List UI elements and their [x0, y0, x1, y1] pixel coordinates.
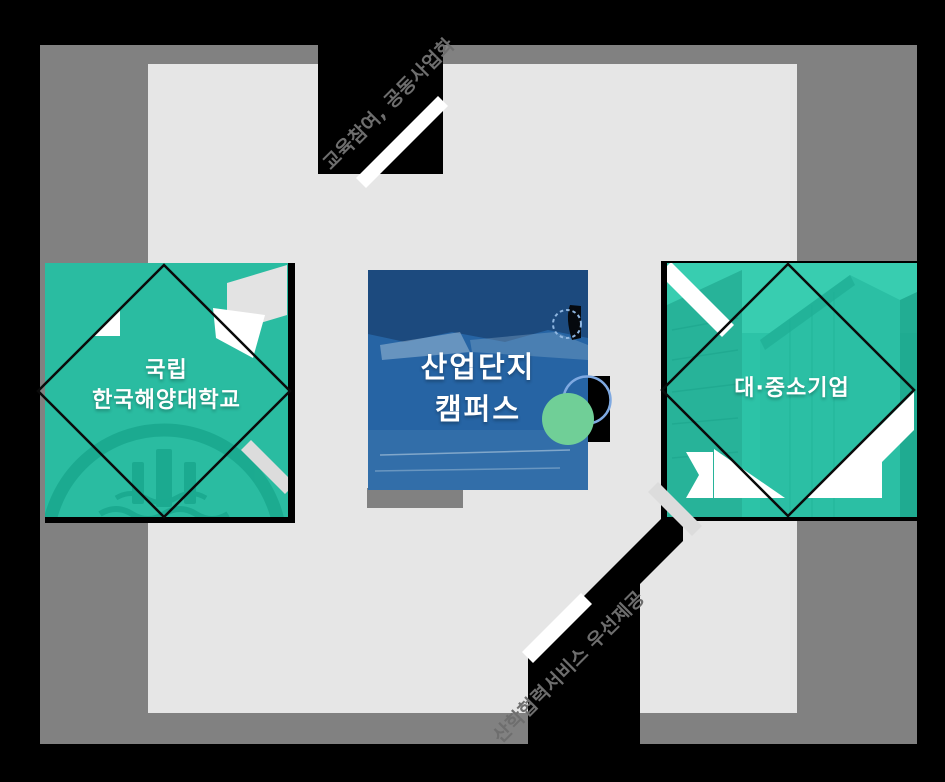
- campus-scenery-icon: [368, 270, 588, 490]
- enterprise-diamond-outline: [660, 262, 916, 518]
- enterprise-bottom-stripe-icon: [648, 482, 702, 536]
- bottom-flow-slash-icon: [522, 593, 592, 663]
- bottom-flow-cutout: [528, 519, 683, 744]
- campus-node: [368, 270, 612, 490]
- enterprise-corner-flag-icon: [686, 452, 713, 498]
- top-flow-cutout: [318, 45, 443, 174]
- enterprise-quad-icon: [882, 392, 914, 462]
- university-corner-flag-icon: [213, 308, 265, 358]
- fin-shape-icon: [567, 305, 581, 340]
- top-flow-slash-icon: [356, 96, 448, 188]
- university-diamond-outline: [36, 263, 292, 519]
- university-node: [36, 263, 295, 523]
- green-circle-icon: [542, 393, 594, 445]
- enterprise-corner-stripe-icon: [667, 263, 734, 337]
- dashed-circle-icon: [552, 309, 582, 339]
- frame-top-bar: [148, 45, 797, 64]
- frame-bottom-bar: [148, 713, 797, 744]
- campus-shadow-bar: [367, 488, 463, 508]
- university-bottom-stripe-icon: [241, 440, 288, 494]
- enterprise-node: [648, 261, 917, 536]
